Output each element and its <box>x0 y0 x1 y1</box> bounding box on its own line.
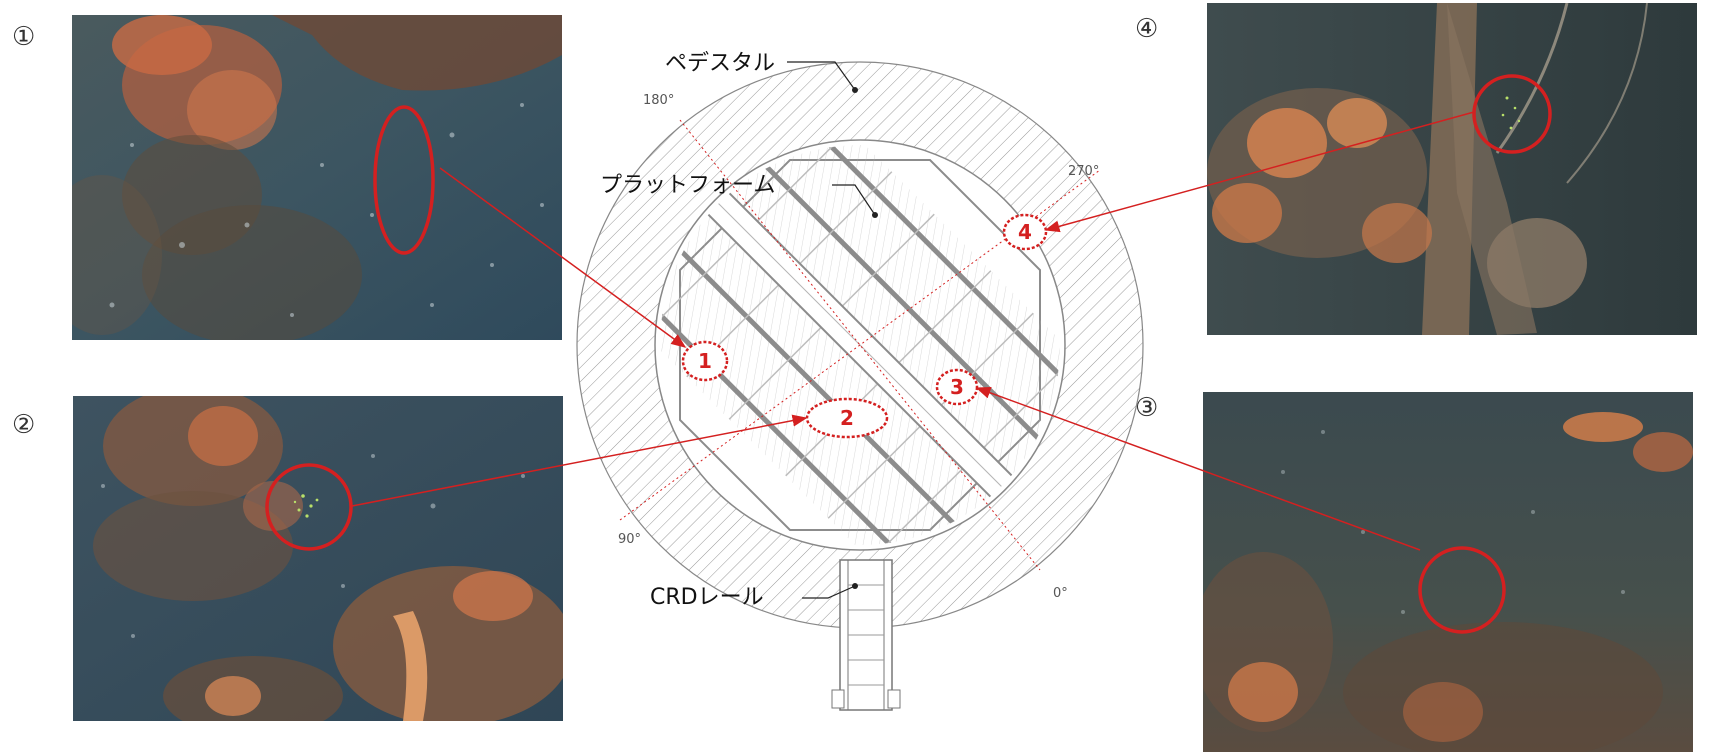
angle-90-label: 90° <box>618 532 641 547</box>
highlight-circle-2 <box>265 463 353 551</box>
photo-3 <box>1203 392 1693 752</box>
marker-4: 4 <box>1002 213 1048 251</box>
photo-4 <box>1207 3 1697 335</box>
marker-2-label: 2 <box>840 406 854 430</box>
angle-180-label: 180° <box>643 93 674 108</box>
arrow-photo-4-to-marker-4 <box>1044 111 1475 233</box>
marker-4-label: 4 <box>1018 220 1032 244</box>
marker-1-label: 1 <box>698 349 712 373</box>
marker-3: 3 <box>935 368 979 406</box>
arrow-photo-3-to-marker-3 <box>975 387 1421 551</box>
photo-1 <box>72 15 562 340</box>
photo-number-4: ④ <box>1135 14 1159 44</box>
arrow-photo-2-to-marker-2 <box>351 414 808 507</box>
marker-3-label: 3 <box>950 375 964 399</box>
photo-2 <box>73 396 563 721</box>
connector-arrows <box>351 111 1475 551</box>
platform <box>660 145 1060 545</box>
angle-270-label: 270° <box>1068 164 1099 179</box>
highlight-circle-4 <box>1472 74 1552 154</box>
highlight-ellipse-1 <box>373 105 435 255</box>
platform-callout: プラットフォーム <box>600 173 878 218</box>
crd-rail-callout: CRDレール <box>650 583 858 610</box>
angle-0-label: 0° <box>1053 586 1068 601</box>
highlight-circle-3 <box>1418 546 1506 634</box>
crd-rail <box>831 559 901 711</box>
photo-number-3: ③ <box>1135 393 1159 423</box>
pedestal-callout: ペデスタル <box>665 51 858 93</box>
marker-2: 2 <box>805 397 889 439</box>
photo-number-1: ① <box>12 22 36 52</box>
photo-number-2: ② <box>12 410 36 440</box>
crd-rail-label: CRDレール <box>650 585 764 610</box>
platform-label: プラットフォーム <box>600 173 775 198</box>
marker-1: 1 <box>681 340 729 382</box>
arrow-photo-1-to-marker-1 <box>439 167 687 348</box>
pedestal-label: ペデスタル <box>665 51 775 76</box>
